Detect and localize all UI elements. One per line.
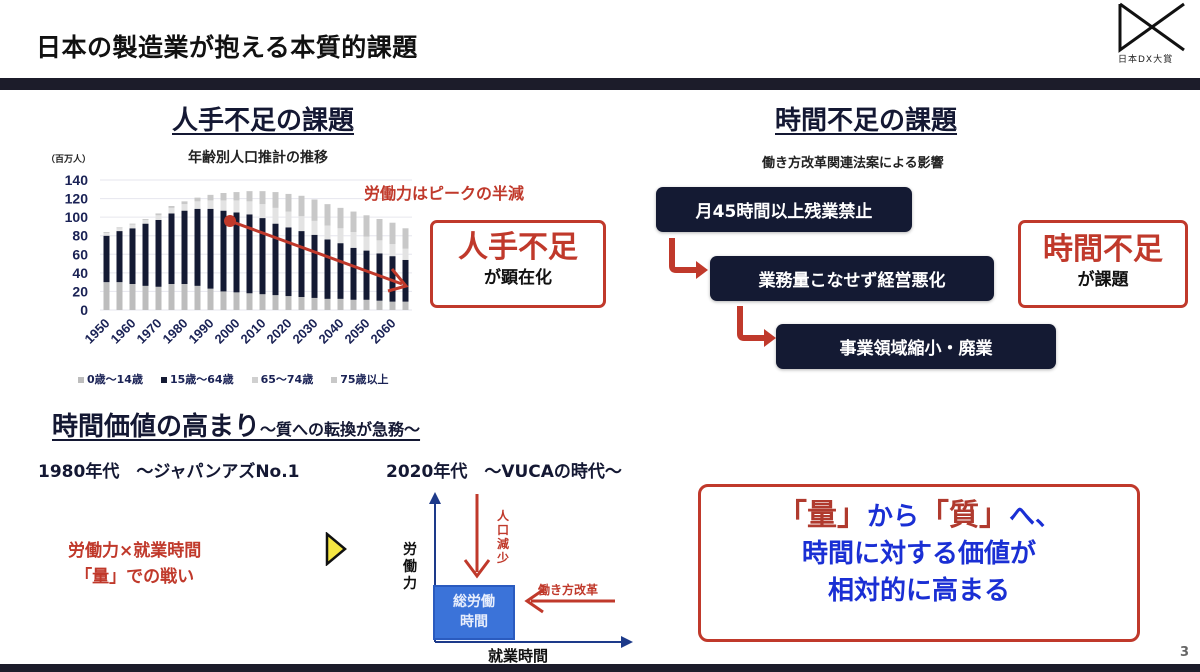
svg-text:40: 40	[72, 265, 88, 281]
era-2020-label: 2020年代 ～VUCAの時代～	[386, 462, 622, 482]
legend-label: 75歳以上	[340, 373, 389, 386]
legend-label: 15歳～64歳	[169, 373, 234, 386]
legend-label: 0歳～14歳	[87, 373, 143, 386]
dx-logo-icon	[1118, 2, 1185, 53]
conclusion-from: から	[866, 502, 919, 532]
step-business-decline: 業務量こなせず経営悪化	[710, 256, 994, 301]
legend-item: 15歳～64歳	[160, 371, 234, 387]
labor-shortage-big: 人手不足	[458, 230, 578, 265]
total-box-line-1: 総労働	[453, 594, 495, 610]
labor-shortage-small: が顕在化	[484, 268, 552, 288]
population-decline-label: 人口減少	[497, 509, 510, 565]
time-shortage-box: 時間不足 が課題	[1018, 220, 1188, 308]
flow-arrow-1-icon	[669, 238, 708, 279]
time-value-heading: 時間価値の高まり～質への転換が急務～	[52, 406, 420, 443]
reform-impact-title: 働き方改革関連法案による影響	[762, 156, 944, 171]
header-divider	[0, 78, 1200, 90]
flow-arrow-2-icon	[737, 306, 776, 347]
svg-text:1960: 1960	[108, 316, 139, 347]
legend-item: 0歳～14歳	[78, 371, 143, 387]
svg-text:140: 140	[65, 172, 89, 188]
svg-text:20: 20	[72, 283, 88, 299]
legend-swatch-icon	[78, 377, 84, 383]
step-overtime-ban: 月45時間以上残業禁止	[656, 187, 912, 232]
svg-text:120: 120	[65, 191, 89, 207]
time-shortage-big: 時間不足	[1043, 232, 1163, 267]
chart-unit-label: （百万人）	[46, 155, 92, 165]
time-shortage-small: が課題	[1077, 270, 1129, 290]
chart-title: 年齢別人口推計の推移	[188, 150, 328, 166]
svg-text:80: 80	[72, 228, 88, 244]
svg-text:1980: 1980	[160, 316, 191, 347]
time-value-heading-sub: ～質への転換が急務～	[260, 420, 421, 439]
svg-text:100: 100	[65, 209, 89, 225]
population-chart: 0204060801001201401950196019701980199020…	[65, 172, 412, 347]
legend-item: 65～74歳	[251, 371, 314, 387]
quality-word: 「質」	[919, 498, 1009, 533]
svg-text:60: 60	[72, 246, 88, 262]
legend-swatch-icon	[331, 377, 338, 383]
page-title: 日本の製造業が抱える本質的課題	[36, 33, 418, 62]
quantity-line-2: 「量」での戦い	[75, 567, 195, 587]
quantity-battle-text: 労働力×就業時間 「量」での戦い	[68, 538, 201, 590]
labor-shortage-heading: 人手不足の課題	[172, 106, 355, 136]
time-value-heading-main: 時間価値の高まり	[52, 412, 261, 442]
svg-text:1970: 1970	[134, 316, 165, 347]
y-axis-label: 労働力	[403, 542, 417, 592]
labor-shortage-box: 人手不足 が顕在化	[430, 220, 606, 308]
svg-text:2000: 2000	[212, 316, 243, 347]
labor-peak-note: 労働力はピークの半減	[364, 184, 525, 203]
yellow-triangle-arrow-icon	[325, 532, 347, 566]
legend-swatch-icon	[251, 377, 258, 383]
era-1980-label: 1980年代 ～ジャパンアズNo.1	[38, 462, 300, 482]
step-downsizing: 事業領域縮小・廃業	[776, 324, 1056, 369]
conclusion-line-2: 時間に対する価値が	[801, 539, 1036, 569]
conclusion-line-1: 「量」から「質」へ、	[701, 497, 1137, 536]
svg-text:0: 0	[80, 302, 88, 318]
svg-text:2030: 2030	[290, 316, 321, 347]
svg-text:1990: 1990	[186, 316, 217, 347]
legend-label: 65～74歳	[260, 373, 314, 386]
svg-text:2020: 2020	[264, 316, 295, 347]
footer-divider	[0, 664, 1200, 672]
legend-swatch-icon	[160, 377, 167, 383]
quantity-line-1: 労働力×就業時間	[68, 541, 202, 561]
conclusion-line-3: 相対的に高まる	[827, 576, 1010, 606]
svg-text:2060: 2060	[368, 316, 399, 347]
conclusion-box: 「量」から「質」へ、 時間に対する価値が 相対的に高まる	[698, 484, 1140, 642]
legend-item: 75歳以上	[331, 371, 389, 387]
svg-text:2040: 2040	[316, 316, 347, 347]
svg-text:1950: 1950	[82, 316, 113, 347]
total-work-hours-box: 総労働 時間	[433, 585, 515, 640]
svg-text:2010: 2010	[238, 316, 269, 347]
chart-legend: 0歳～14歳 15歳～64歳 65～74歳 75歳以上	[78, 371, 389, 387]
work-reform-label: 働き方改革	[538, 583, 599, 597]
logo-text: 日本DX大賞	[1118, 55, 1174, 65]
conclusion-to: へ、	[1009, 502, 1062, 532]
svg-text:2050: 2050	[342, 316, 373, 347]
quantity-word: 「量」	[776, 498, 867, 533]
total-box-line-2: 時間	[460, 614, 488, 630]
time-shortage-heading: 時間不足の課題	[775, 106, 958, 136]
x-axis-label: 就業時間	[488, 647, 549, 665]
page-number: 3	[1180, 645, 1190, 660]
